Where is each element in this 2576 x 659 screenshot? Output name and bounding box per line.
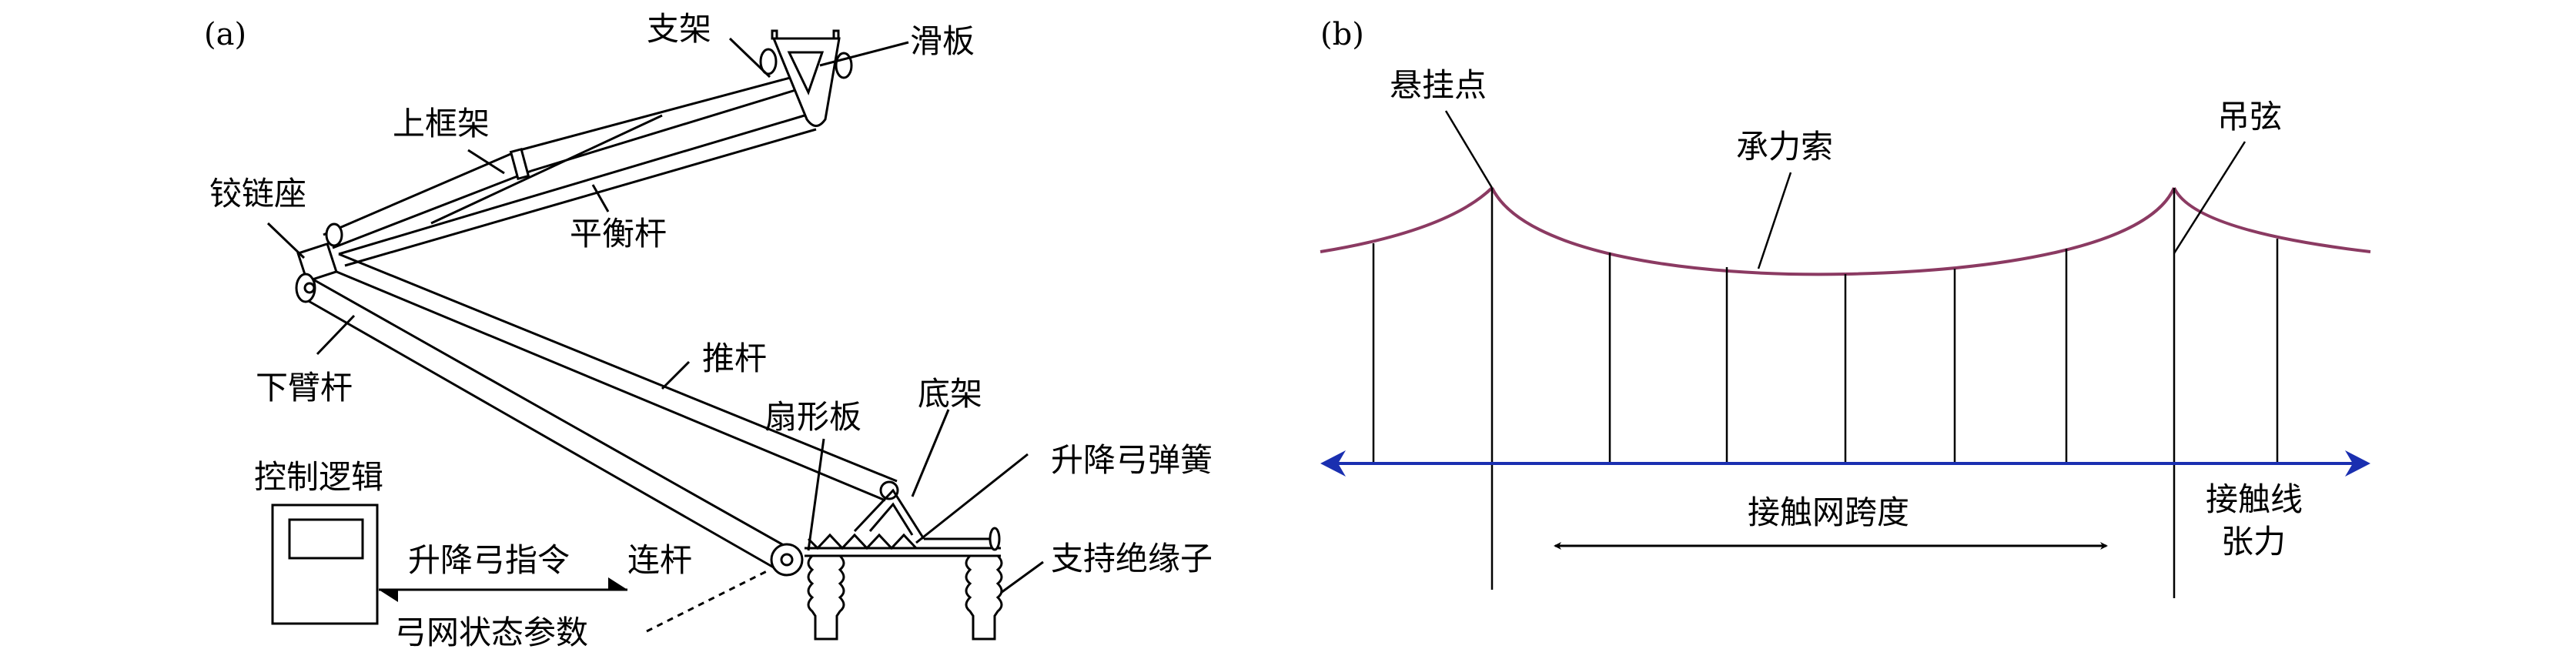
arrow-right-head <box>608 577 627 590</box>
arrow-left-head <box>1320 450 1346 477</box>
leader-lines-b <box>1444 110 2246 269</box>
label-balance-rod: 平衡杆 <box>570 215 667 253</box>
arrow-left-head <box>379 590 398 602</box>
insulator-left <box>807 554 845 641</box>
label-base-frame: 底架 <box>918 375 982 413</box>
label-contact-wire-tension-1: 接触线 <box>2206 480 2303 518</box>
leader-lines-a <box>266 37 1044 594</box>
label-sector-plate: 扇形板 <box>764 398 861 436</box>
label-control-logic: 控制逻辑 <box>254 458 383 496</box>
label-pantograph-spring: 升降弓弹簧 <box>1051 441 1213 479</box>
label-link-rod: 连杆 <box>627 541 692 579</box>
label-dropper: 吊弦 <box>2217 98 2282 135</box>
label-upper-frame: 上框架 <box>393 105 490 142</box>
panel-b-tag: (b) <box>1320 17 1364 52</box>
messenger-wire <box>1320 186 2371 276</box>
insulator-right <box>965 554 1003 641</box>
label-hinge-base: 铰链座 <box>209 175 306 212</box>
label-bracket: 支架 <box>647 10 711 48</box>
base-frame <box>770 488 1001 577</box>
label-catenary-span: 接触网跨度 <box>1748 493 1909 531</box>
label-slide-plate: 滑板 <box>910 22 975 60</box>
upper-frame <box>323 75 801 249</box>
label-suspension-point: 悬挂点 <box>1390 66 1487 104</box>
panel-a-tag: (a) <box>204 17 246 52</box>
label-pantograph-command: 升降弓指令 <box>408 541 570 579</box>
control-logic-box <box>271 503 379 625</box>
label-pc-state-params: 弓网状态参数 <box>394 614 588 651</box>
label-push-rod: 推杆 <box>702 340 767 377</box>
contact-wire <box>1320 450 2370 477</box>
control-screen <box>288 518 364 560</box>
lower-arm <box>301 277 794 571</box>
balance-rod <box>338 114 817 267</box>
signal-arrow <box>379 577 627 602</box>
arrow-right-head <box>2345 450 2370 477</box>
label-lower-arm: 下臂杆 <box>256 369 353 406</box>
link-dashed-line <box>646 568 771 633</box>
hinge-base <box>295 222 343 303</box>
panel-a: (a) <box>204 10 1213 651</box>
panel-b: (b) 悬挂点 承力索 <box>1320 17 2371 598</box>
label-contact-wire-tension-2: 张力 <box>2221 523 2286 560</box>
push-rod <box>330 253 899 502</box>
label-messenger-wire: 承力索 <box>1736 128 1833 166</box>
pantograph-head <box>759 29 853 127</box>
label-support-insulator: 支持绝缘子 <box>1051 540 1213 577</box>
droppers <box>1372 188 2279 598</box>
